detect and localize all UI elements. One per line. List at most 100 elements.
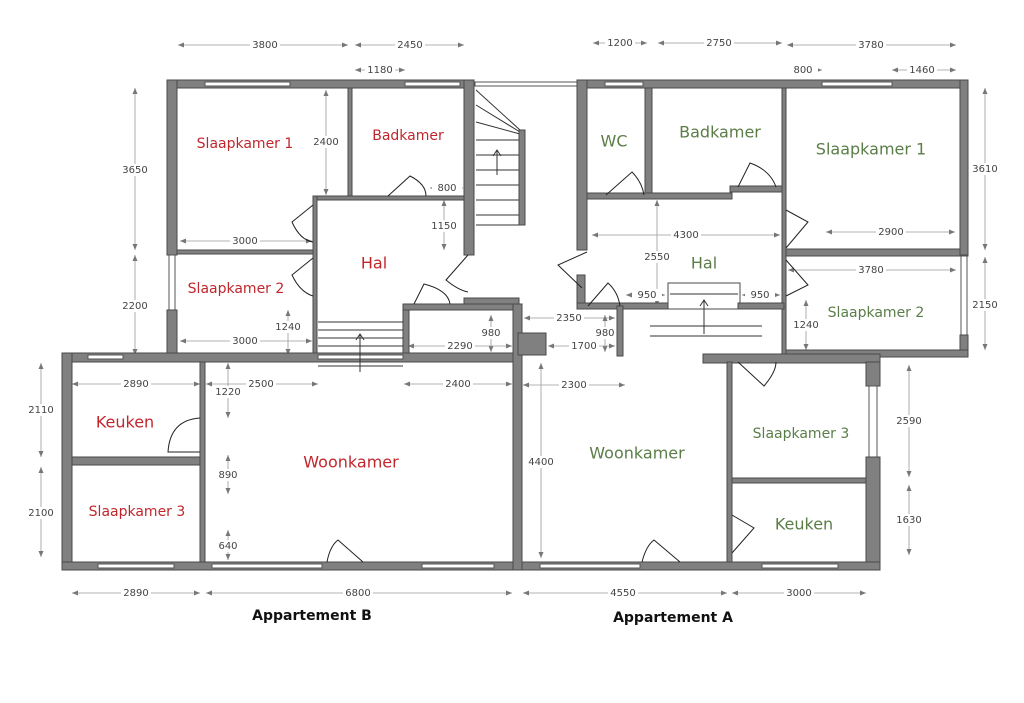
doors bbox=[167, 162, 809, 563]
dimension-label: 980 bbox=[481, 328, 500, 339]
dimension-label-bg bbox=[704, 37, 734, 49]
dimension-label: 2890 bbox=[123, 379, 148, 390]
dimension-arrows bbox=[803, 300, 809, 350]
room-label-a-hal: Hal bbox=[691, 254, 717, 273]
dimension-label: 3650 bbox=[122, 165, 147, 176]
dimension-label-bg bbox=[642, 251, 672, 263]
dimension-label-bg bbox=[121, 378, 151, 390]
room-label-b-badkamer: Badkamer bbox=[372, 128, 444, 144]
dimension-label: 1220 bbox=[215, 387, 240, 398]
dimension-label: 2300 bbox=[561, 380, 586, 391]
room-label-a-keuken: Keuken bbox=[775, 515, 833, 534]
dimension-label-bg bbox=[213, 540, 243, 552]
dimension-label-bg bbox=[311, 136, 341, 148]
dimension-label: 1240 bbox=[275, 322, 300, 333]
room-label-b-slaapkamer3: Slaapkamer 3 bbox=[89, 504, 186, 520]
dimension-label-bg bbox=[559, 379, 589, 391]
dimension-label-bg bbox=[788, 64, 818, 76]
dimension-label: 1180 bbox=[367, 65, 392, 76]
dimension-label: 800 bbox=[793, 65, 812, 76]
dimension-label: 3000 bbox=[232, 336, 257, 347]
dimension-label: 640 bbox=[218, 541, 237, 552]
dimension-label: 1700 bbox=[571, 341, 596, 352]
dimension-label: 2100 bbox=[28, 508, 53, 519]
dimension-label-bg bbox=[791, 319, 821, 331]
dimension-label: 4550 bbox=[610, 588, 635, 599]
room-label-b-woonkamer: Woonkamer bbox=[303, 453, 399, 472]
dimension-label-bg bbox=[120, 164, 150, 176]
dimension-label-bg bbox=[970, 299, 1000, 311]
dimension-label-bg bbox=[856, 264, 886, 276]
dimension-label-bg bbox=[745, 289, 775, 301]
dimension-label: 2350 bbox=[556, 313, 581, 324]
dimension-label-bg bbox=[26, 404, 56, 416]
dimension-label-bg bbox=[554, 312, 584, 324]
room-label-a-woonkamer: Woonkamer bbox=[589, 444, 685, 463]
dimension-label-bg bbox=[213, 386, 243, 398]
dimension-label: 4400 bbox=[528, 457, 553, 468]
dimension-label-bg bbox=[605, 37, 635, 49]
room-label-b-slaapkamer2: Slaapkamer 2 bbox=[188, 281, 285, 297]
dimension-label: 3000 bbox=[232, 236, 257, 247]
dimension-label-bg bbox=[395, 39, 425, 51]
dimension-label-bg bbox=[273, 321, 303, 333]
dimension-label: 2890 bbox=[123, 588, 148, 599]
dimension-label: 950 bbox=[750, 290, 769, 301]
room-label-b-keuken: Keuken bbox=[96, 413, 154, 432]
dimension-label: 2750 bbox=[706, 38, 731, 49]
room-label-a-slaapkamer3: Slaapkamer 3 bbox=[753, 426, 850, 442]
dimension-label: 2550 bbox=[644, 252, 669, 263]
dimension-label-bg bbox=[121, 587, 151, 599]
room-label-b-slaapkamer1: Slaapkamer 1 bbox=[197, 136, 294, 152]
dimension-arrows bbox=[441, 200, 447, 250]
room-label-a-wc: WC bbox=[601, 132, 628, 151]
dimension-label: 1200 bbox=[607, 38, 632, 49]
dimension-label-bg bbox=[230, 335, 260, 347]
dimension-label-bg bbox=[894, 514, 924, 526]
dimension-label: 2290 bbox=[447, 341, 472, 352]
dimension-label: 4300 bbox=[673, 230, 698, 241]
dimension-label-bg bbox=[590, 327, 620, 339]
dimension-label-bg bbox=[907, 64, 937, 76]
dimension-label-bg bbox=[213, 469, 243, 481]
dimension-label-bg bbox=[671, 229, 701, 241]
dimension-label-bg bbox=[569, 340, 599, 352]
dimension-label-bg bbox=[120, 300, 150, 312]
dimension-label-bg bbox=[970, 163, 1000, 175]
dimension-label: 2200 bbox=[122, 301, 147, 312]
dimension-label: 2110 bbox=[28, 405, 53, 416]
dimension-label: 2400 bbox=[445, 379, 470, 390]
dimension-label-bg bbox=[343, 587, 373, 599]
dimension-label-bg bbox=[443, 378, 473, 390]
dimension-label: 3000 bbox=[786, 588, 811, 599]
dimension-label-bg bbox=[432, 182, 462, 194]
dimension-label: 1460 bbox=[909, 65, 934, 76]
dimension-arrows bbox=[593, 40, 647, 46]
dimension-label: 2590 bbox=[896, 416, 921, 427]
dimension-label: 2900 bbox=[878, 227, 903, 238]
dimension-label-bg bbox=[26, 507, 56, 519]
dimension-label-bg bbox=[784, 587, 814, 599]
dimension-label-bg bbox=[250, 39, 280, 51]
dimension-label-bg bbox=[230, 235, 260, 247]
dimension-label-bg bbox=[365, 64, 395, 76]
dimension-label-bg bbox=[445, 340, 475, 352]
dimension-label: 3780 bbox=[858, 265, 883, 276]
room-label-a-slaapkamer1: Slaapkamer 1 bbox=[816, 140, 926, 159]
staircases bbox=[318, 89, 762, 372]
dimension-label: 1630 bbox=[896, 515, 921, 526]
dimension-label: 2500 bbox=[248, 379, 273, 390]
dimension-arrows bbox=[225, 530, 231, 560]
dimension-label-bg bbox=[429, 220, 459, 232]
dimension-label-bg bbox=[608, 587, 638, 599]
dimension-label: 800 bbox=[437, 183, 456, 194]
dimension-label-bg bbox=[894, 415, 924, 427]
dimension-label: 3610 bbox=[972, 164, 997, 175]
apartment-a-title: Appartement A bbox=[613, 610, 733, 626]
dimension-label: 950 bbox=[637, 290, 656, 301]
walls bbox=[61, 79, 969, 571]
room-label-a-badkamer: Badkamer bbox=[679, 123, 761, 142]
dimension-label: 6800 bbox=[345, 588, 370, 599]
